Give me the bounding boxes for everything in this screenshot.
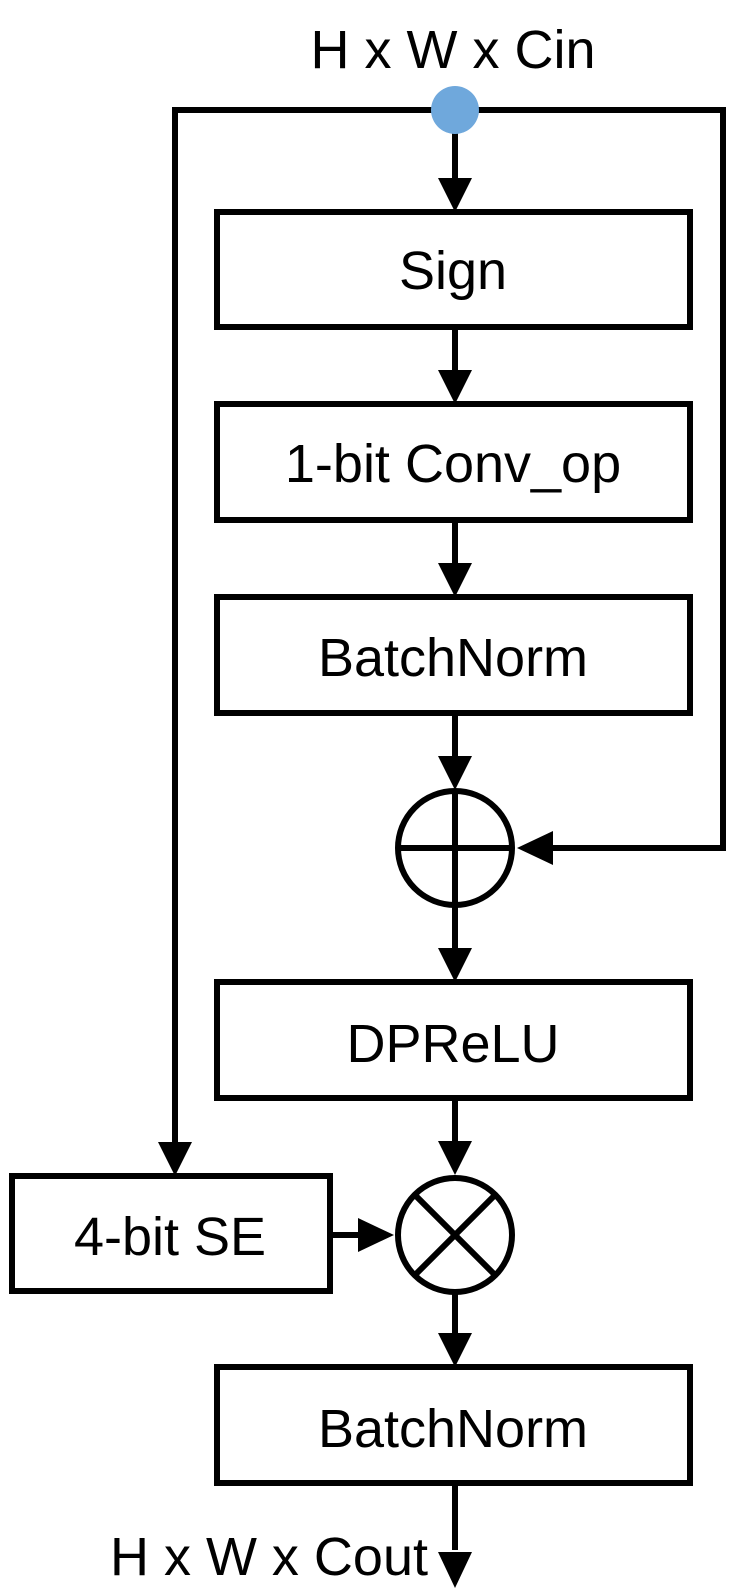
arrowhead-multiply-left [358,1218,394,1252]
output-shape-label: H x W x Cout [110,1527,428,1587]
arrowhead-conv [438,370,472,404]
arrowhead-batchnorm-2 [438,1333,472,1367]
add-operator [395,788,515,908]
batchnorm-block-1: BatchNorm [214,594,693,716]
multiply-operator [395,1175,515,1295]
arrowhead-output [438,1552,472,1588]
sign-label: Sign [399,241,507,301]
batchnorm-1-label: BatchNorm [318,628,588,688]
sign-block: Sign [214,209,693,330]
se-label: 4-bit SE [74,1207,266,1267]
se-branch-line [172,107,432,1148]
batchnorm-2-label: BatchNorm [318,1399,588,1459]
conv-block: 1-bit Conv_op [214,401,693,523]
residual-branch-line [478,107,726,851]
batchnorm-block-2: BatchNorm [214,1364,693,1486]
dprelu-label: DPReLU [346,1014,559,1074]
dprelu-block: DPReLU [214,979,693,1101]
arrowhead-multiply-top [438,1141,472,1175]
conv-label: 1-bit Conv_op [285,434,621,494]
arrowhead-dprelu [438,948,472,982]
input-node [431,86,479,134]
input-shape-label: H x W x Cin [310,20,595,80]
arrowhead-add-top [438,756,472,790]
arrowhead-sign [438,178,472,212]
arrowhead-batchnorm-1 [438,563,472,597]
se-block: 4-bit SE [9,1173,333,1294]
arrowhead-se [158,1142,192,1176]
connection-lines [172,107,726,1550]
arrowhead-add-right [517,831,553,865]
arrowheads [158,178,553,1588]
